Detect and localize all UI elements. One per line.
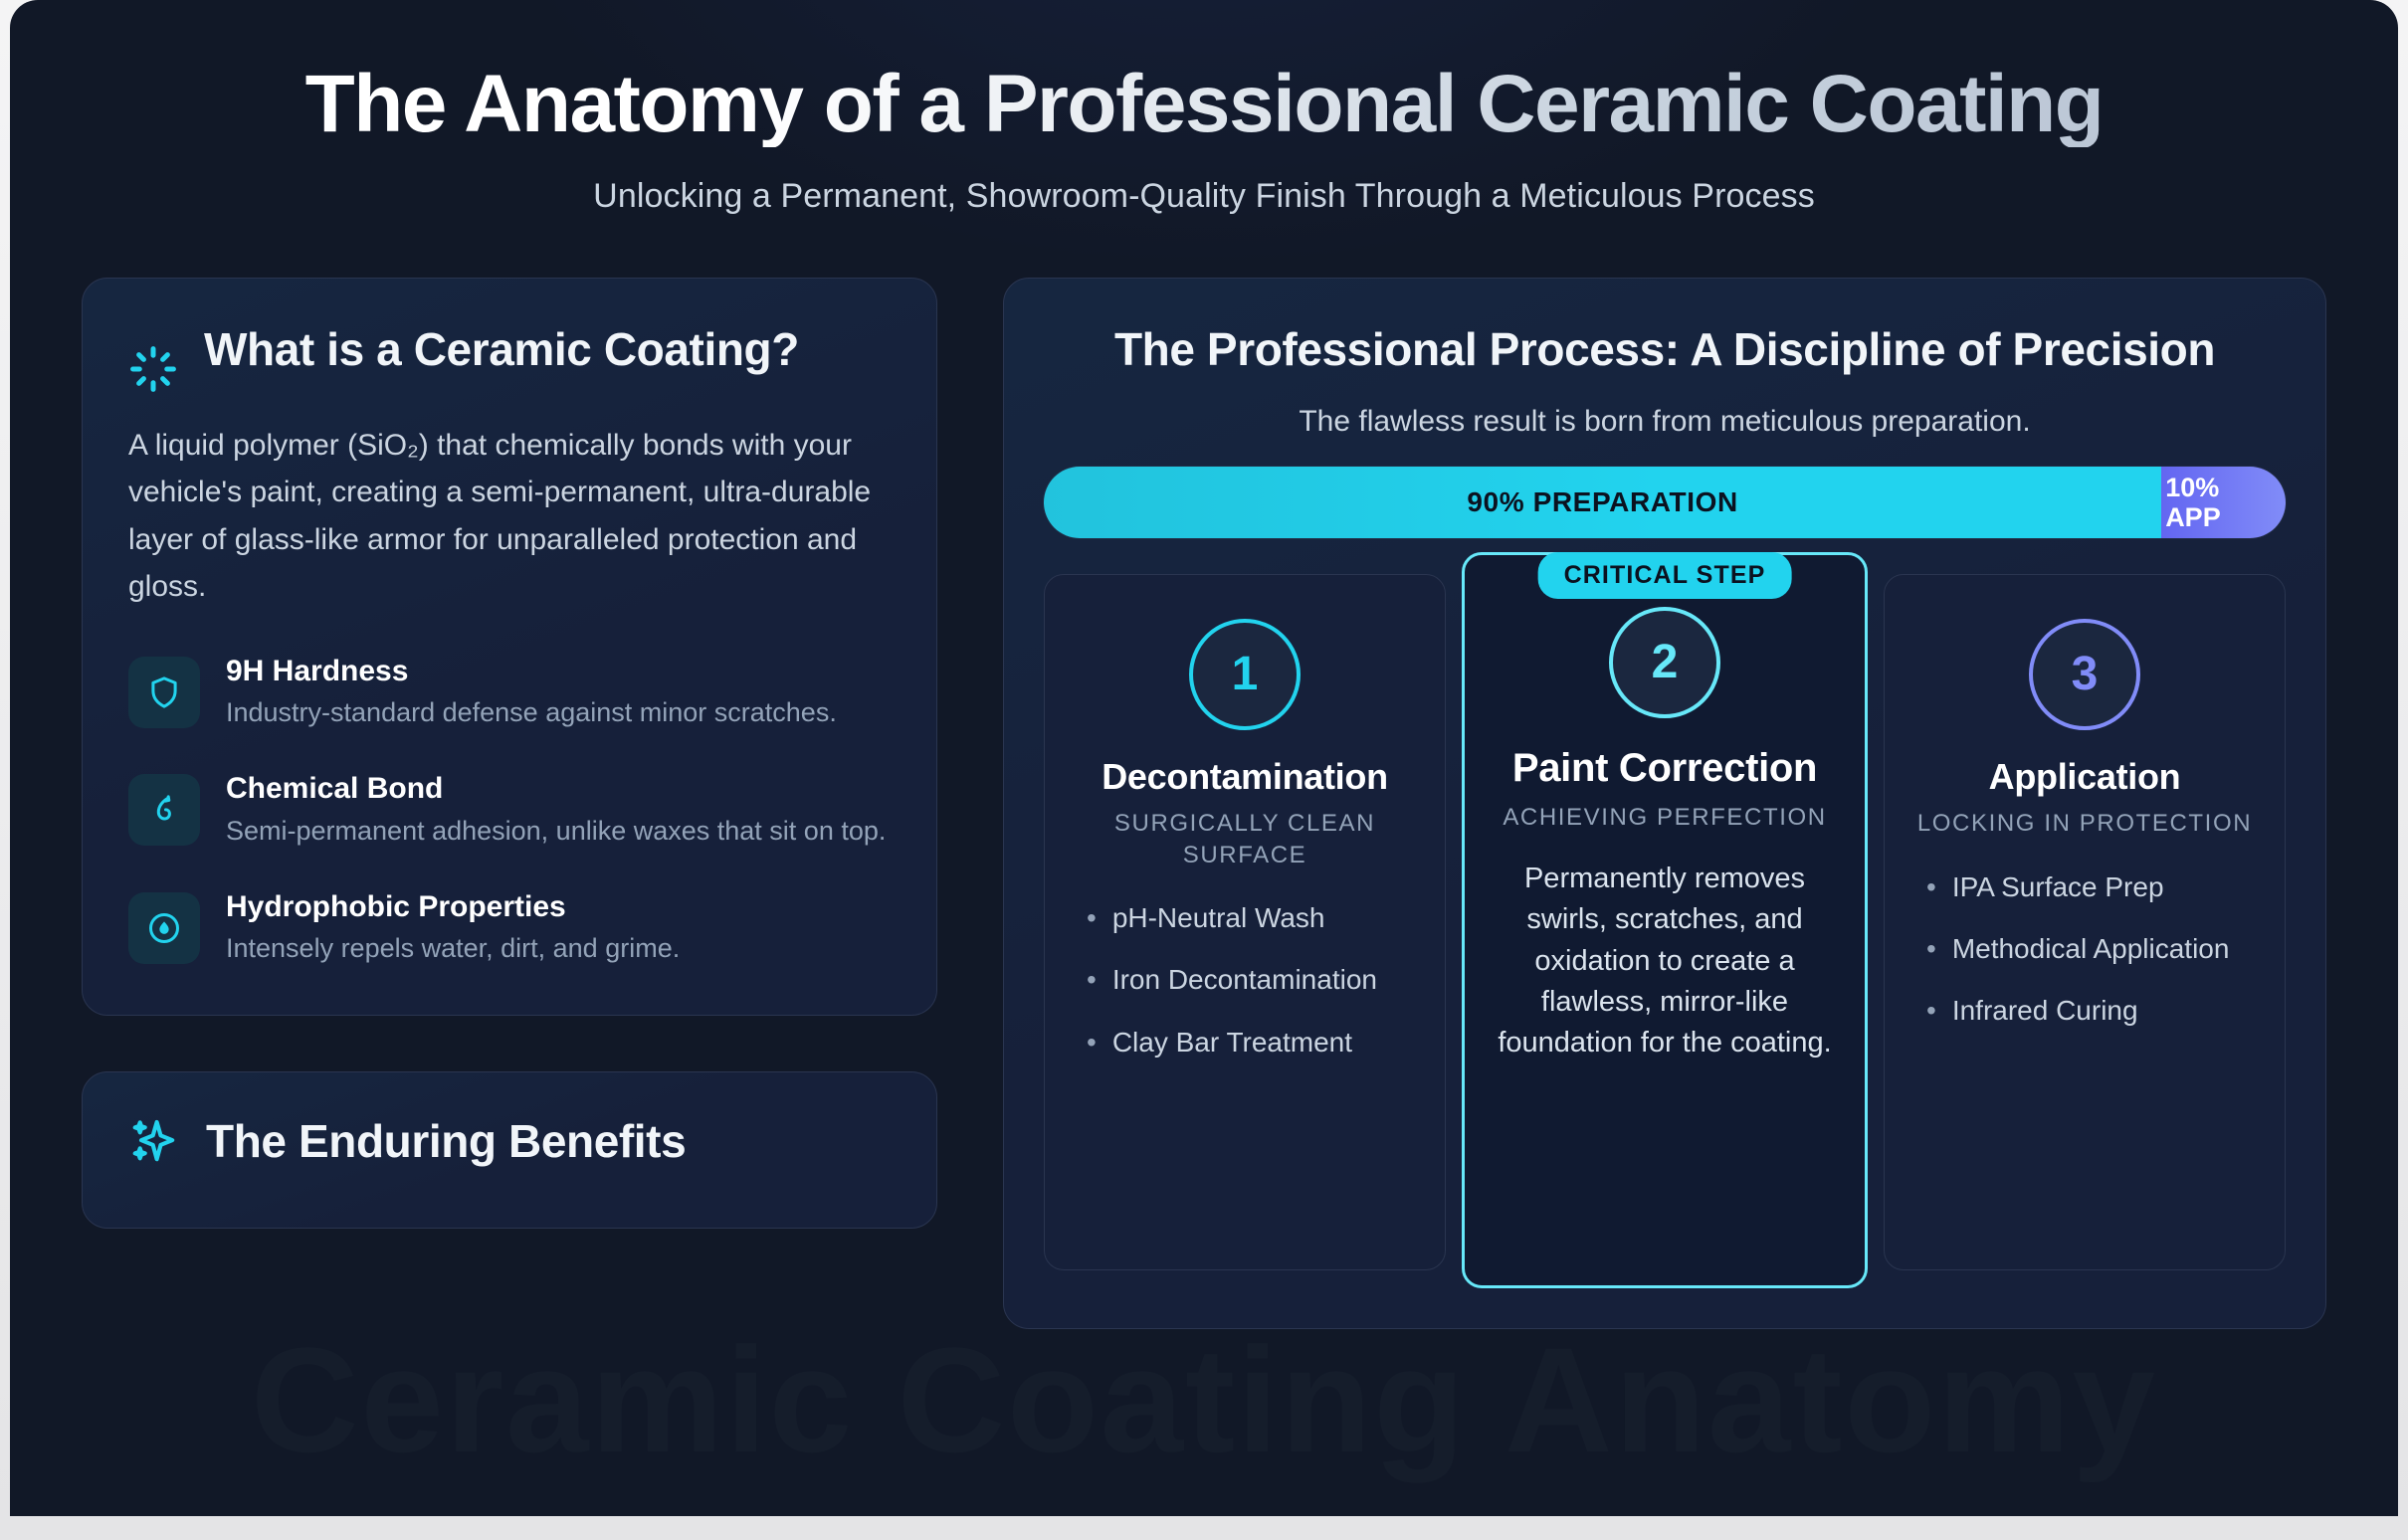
feature-description: Intensely repels water, dirt, and grime. — [226, 933, 681, 964]
background-watermark: Ceramic Coating Anatomy — [10, 1314, 2398, 1486]
step-name: Application — [1988, 755, 2181, 797]
critical-step-badge: CRITICAL STEP — [1537, 551, 1792, 599]
shield-icon — [128, 656, 200, 728]
preparation-ratio-bar: 90% PREPARATION 10% APP — [1044, 466, 2286, 538]
feature-item: Hydrophobic Properties Intensely repels … — [128, 888, 891, 969]
main-columns: What is a Ceramic Coating? A liquid poly… — [82, 278, 2326, 1329]
step-tagline: Surgically Clean Surface — [1113, 810, 1376, 868]
page-content: The Anatomy of a Professional Ceramic Co… — [10, 0, 2398, 1329]
sparkles-icon — [128, 1115, 180, 1167]
feature-item: 9H Hardness Industry-standard defense ag… — [128, 653, 891, 733]
ratio-application-segment: 10% APP — [2161, 466, 2286, 538]
bond-link-icon — [128, 774, 200, 847]
right-column: The Professional Process: A Discipline o… — [1003, 278, 2326, 1329]
step-description: Permanently removes swirls, scratches, a… — [1498, 863, 1832, 1059]
definition-card-body: A liquid polymer (SiO₂) that chemically … — [128, 429, 872, 604]
definition-card-title: What is a Ceramic Coating? — [204, 323, 799, 376]
step-tagline: Achieving Perfection — [1503, 803, 1827, 831]
list-item: Infrared Curing — [1912, 993, 2257, 1029]
step-tagline: Locking In Protection — [1916, 810, 2253, 838]
benefits-card-title: The Enduring Benefits — [206, 1114, 687, 1167]
infographic-page: Ceramic Coating Anatomy The Anatomy of a… — [10, 0, 2398, 1516]
page-title: The Anatomy of a Professional Ceramic Co… — [174, 61, 2234, 147]
step-item-list: pH-Neutral Wash Iron Decontamination Cla… — [1073, 900, 1417, 1060]
feature-list: 9H Hardness Industry-standard defense ag… — [128, 653, 891, 969]
list-item: Iron Decontamination — [1073, 962, 1417, 998]
feature-item: Chemical Bond Semi-permanent adhesion, u… — [128, 770, 891, 851]
process-panel: The Professional Process: A Discipline o… — [1003, 278, 2326, 1329]
list-item: Clay Bar Treatment — [1073, 1025, 1417, 1060]
process-panel-subtitle: The flawless result is born from meticul… — [1299, 404, 2031, 438]
step-number-badge: 1 — [1189, 618, 1301, 730]
page-subtitle: Unlocking a Permanent, Showroom-Quality … — [593, 177, 1815, 216]
step-name: Decontamination — [1102, 755, 1388, 797]
atom-spinner-icon — [128, 344, 178, 394]
hero-header: The Anatomy of a Professional Ceramic Co… — [82, 48, 2326, 216]
list-item: Methodical Application — [1912, 931, 2257, 967]
list-item: IPA Surface Prep — [1912, 869, 2257, 905]
process-steps: 1 Decontamination Surgically Clean Surfa… — [1044, 551, 2286, 1288]
process-step-2[interactable]: 2 Paint Correction Achieving Perfection … — [1462, 551, 1868, 1288]
definition-card: What is a Ceramic Coating? A liquid poly… — [82, 278, 937, 1016]
step-item-list: IPA Surface Prep Methodical Application … — [1912, 869, 2257, 1030]
step-name: Paint Correction — [1511, 745, 1818, 790]
step-number-badge: 2 — [1609, 606, 1720, 718]
list-item: pH-Neutral Wash — [1073, 900, 1417, 936]
ratio-preparation-segment: 90% PREPARATION — [1044, 466, 2162, 538]
benefits-card-header: The Enduring Benefits — [128, 1114, 891, 1168]
feature-description: Industry-standard defense against minor … — [226, 697, 837, 728]
water-droplet-circle-icon — [128, 891, 200, 964]
process-step-1[interactable]: 1 Decontamination Surgically Clean Surfa… — [1044, 573, 1446, 1270]
benefits-card: The Enduring Benefits — [82, 1070, 937, 1229]
step-number-badge: 3 — [2029, 618, 2140, 730]
feature-title: Chemical Bond — [226, 772, 444, 806]
feature-title: Hydrophobic Properties — [226, 889, 566, 923]
feature-description: Semi-permanent adhesion, unlike waxes th… — [226, 815, 887, 846]
process-panel-title: The Professional Process: A Discipline o… — [1113, 323, 2216, 376]
feature-title: 9H Hardness — [226, 654, 409, 687]
process-step-3[interactable]: 3 Application Locking In Protection IPA … — [1884, 573, 2286, 1270]
definition-card-header: What is a Ceramic Coating? — [128, 320, 891, 394]
left-column: What is a Ceramic Coating? A liquid poly… — [82, 278, 937, 1229]
ratio-app-label: APP — [2165, 501, 2221, 532]
ratio-app-percent: 10% — [2165, 472, 2220, 502]
